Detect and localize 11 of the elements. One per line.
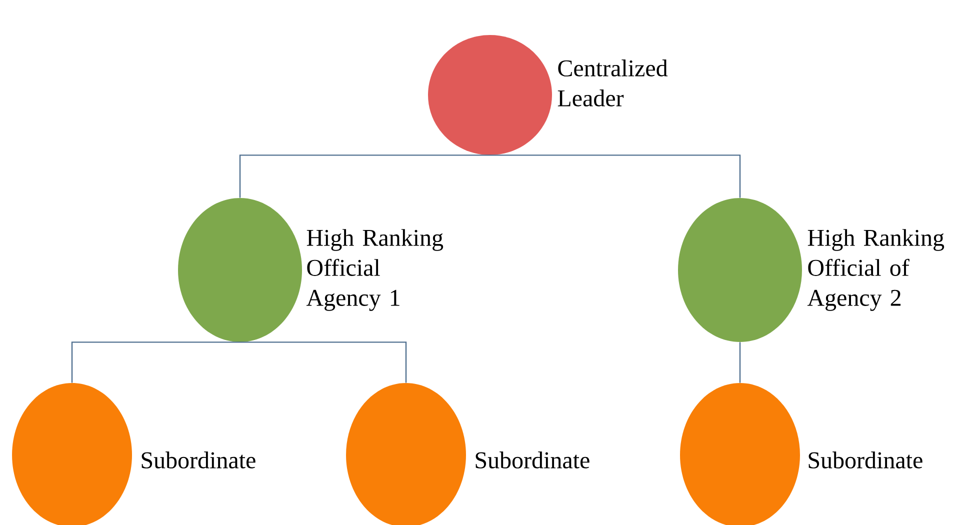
connector-line xyxy=(490,154,741,198)
node-label: High Ranking Official of Agency 2 xyxy=(807,229,944,311)
connector-line xyxy=(240,342,407,383)
node-label: Subordinate xyxy=(808,452,922,468)
node-label: High Ranking Official Agency 1 xyxy=(306,229,444,311)
connector-line xyxy=(71,342,240,383)
connector-line xyxy=(739,342,741,383)
connector-line xyxy=(239,154,490,198)
node-label: Subordinate xyxy=(142,452,256,468)
node-label: Subordinate xyxy=(476,452,590,468)
node-label: Centralized Leader xyxy=(558,60,668,106)
